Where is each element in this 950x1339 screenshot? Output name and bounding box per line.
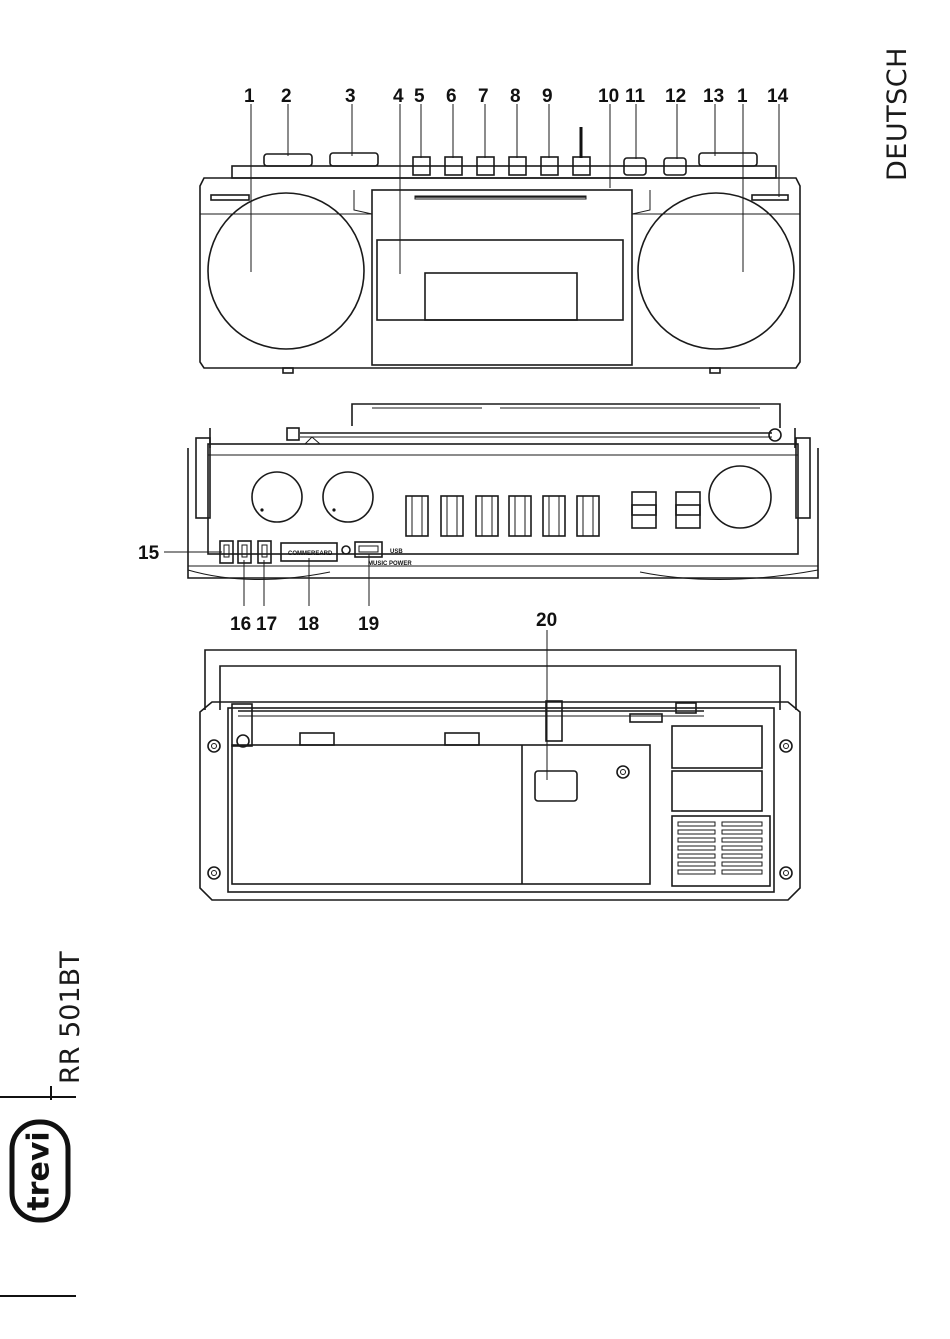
label-4: 4 — [393, 86, 404, 107]
label-1-left: 1 — [244, 86, 255, 107]
label-19: 19 — [358, 614, 379, 635]
label-15: 15 — [138, 543, 160, 564]
label-16: 16 — [230, 614, 251, 635]
label-6: 6 — [446, 86, 457, 107]
label-10: 10 — [598, 86, 619, 107]
label-14: 14 — [767, 86, 789, 107]
label-8: 8 — [510, 86, 521, 107]
label-12: 12 — [665, 86, 686, 107]
card-slot-label: COMMEREARD — [288, 551, 333, 557]
front-view: 1 2 3 4 5 6 7 8 9 10 11 12 13 1 14 — [200, 86, 800, 373]
top-view: COMMEREARD USB MUSIC POWER 15 16 17 18 1… — [138, 404, 818, 635]
label-9: 9 — [542, 86, 553, 107]
label-18: 18 — [298, 614, 319, 635]
back-view: 20 — [200, 610, 800, 900]
label-20: 20 — [536, 610, 557, 631]
label-5: 5 — [414, 86, 425, 107]
usb-label: USB — [390, 549, 403, 555]
label-11: 11 — [625, 86, 646, 107]
label-17: 17 — [256, 614, 277, 635]
music-power-label: MUSIC POWER — [368, 561, 412, 567]
label-2: 2 — [281, 86, 292, 107]
label-3: 3 — [345, 86, 356, 107]
label-7: 7 — [478, 86, 489, 107]
label-1-right: 1 — [737, 86, 748, 107]
label-13: 13 — [703, 86, 724, 107]
